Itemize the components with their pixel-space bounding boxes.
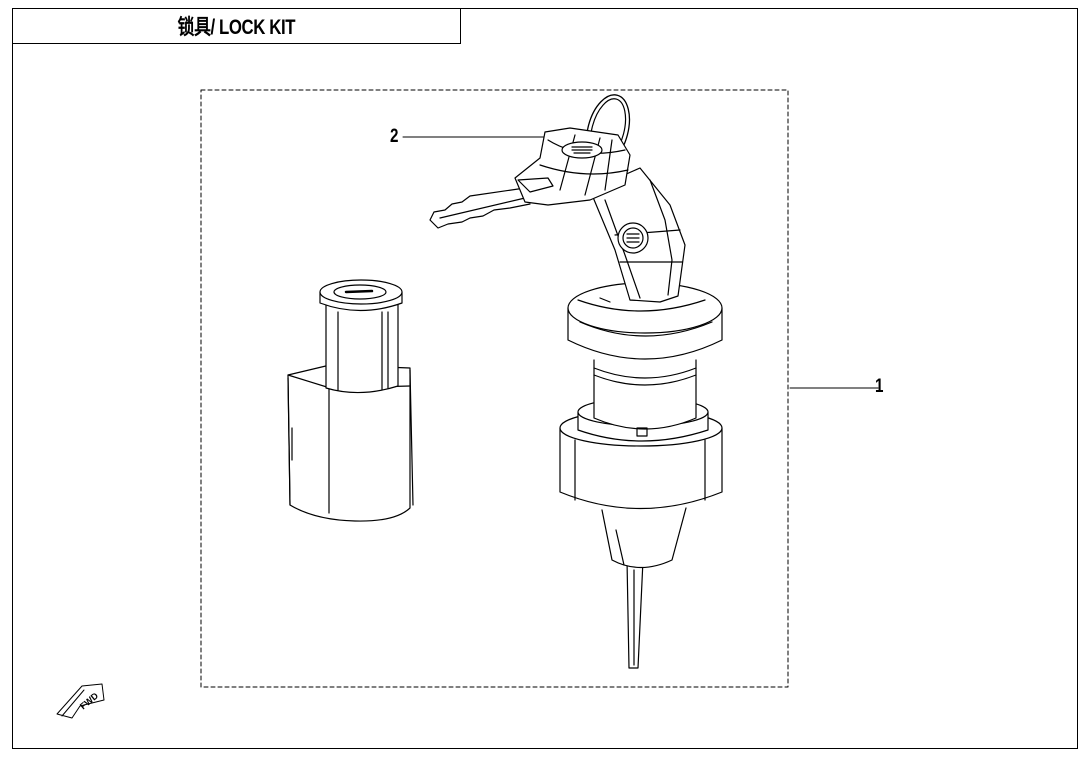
fwd-arrow-icon bbox=[56, 683, 105, 719]
assembly-boundary bbox=[200, 89, 789, 688]
drawing-frame bbox=[12, 8, 1078, 749]
diagram-title: 锁具/ LOCK KIT bbox=[177, 16, 296, 39]
seat-lock-cylinder bbox=[287, 279, 414, 522]
callout-1: 1 bbox=[875, 376, 884, 397]
title-block: 锁具/ LOCK KIT bbox=[12, 8, 461, 44]
key bbox=[429, 94, 686, 303]
ignition-lock bbox=[559, 282, 723, 669]
callout-2: 2 bbox=[390, 126, 399, 147]
